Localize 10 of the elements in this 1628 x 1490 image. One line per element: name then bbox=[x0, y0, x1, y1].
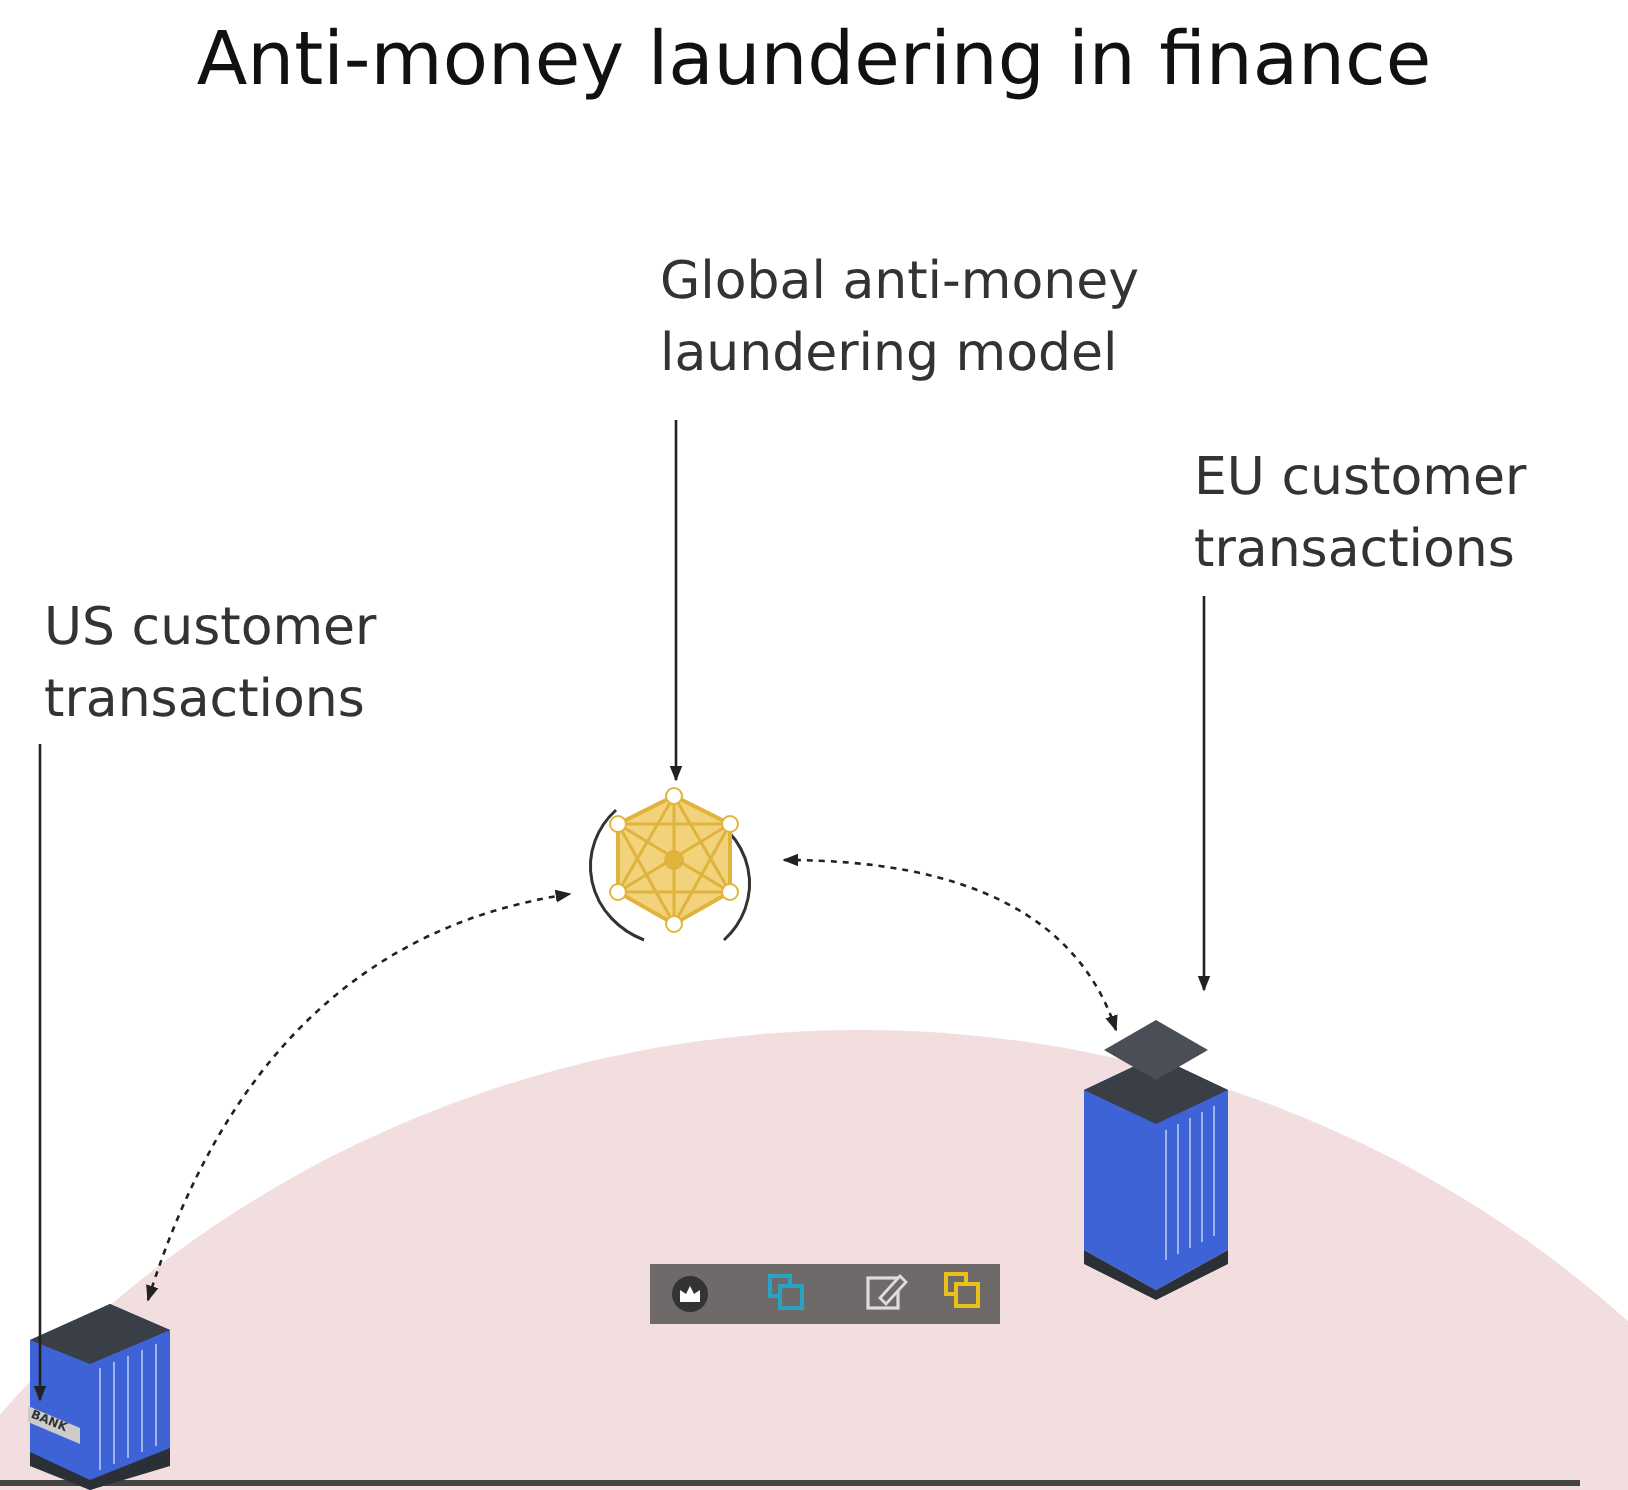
arrow bbox=[782, 854, 1118, 1032]
arrow bbox=[146, 890, 572, 1302]
arrow bbox=[1197, 596, 1211, 992]
arrow bbox=[33, 744, 47, 1402]
node-label: Global anti-money laundering model bbox=[660, 250, 1142, 388]
arrow bbox=[669, 420, 683, 782]
node-label: US customer transactions bbox=[44, 596, 379, 734]
bank-building-drawing bbox=[24, 1300, 176, 1490]
node-label: EU customer transactions bbox=[1194, 446, 1529, 584]
title: Anti-money laundering in finance bbox=[194, 16, 1434, 102]
